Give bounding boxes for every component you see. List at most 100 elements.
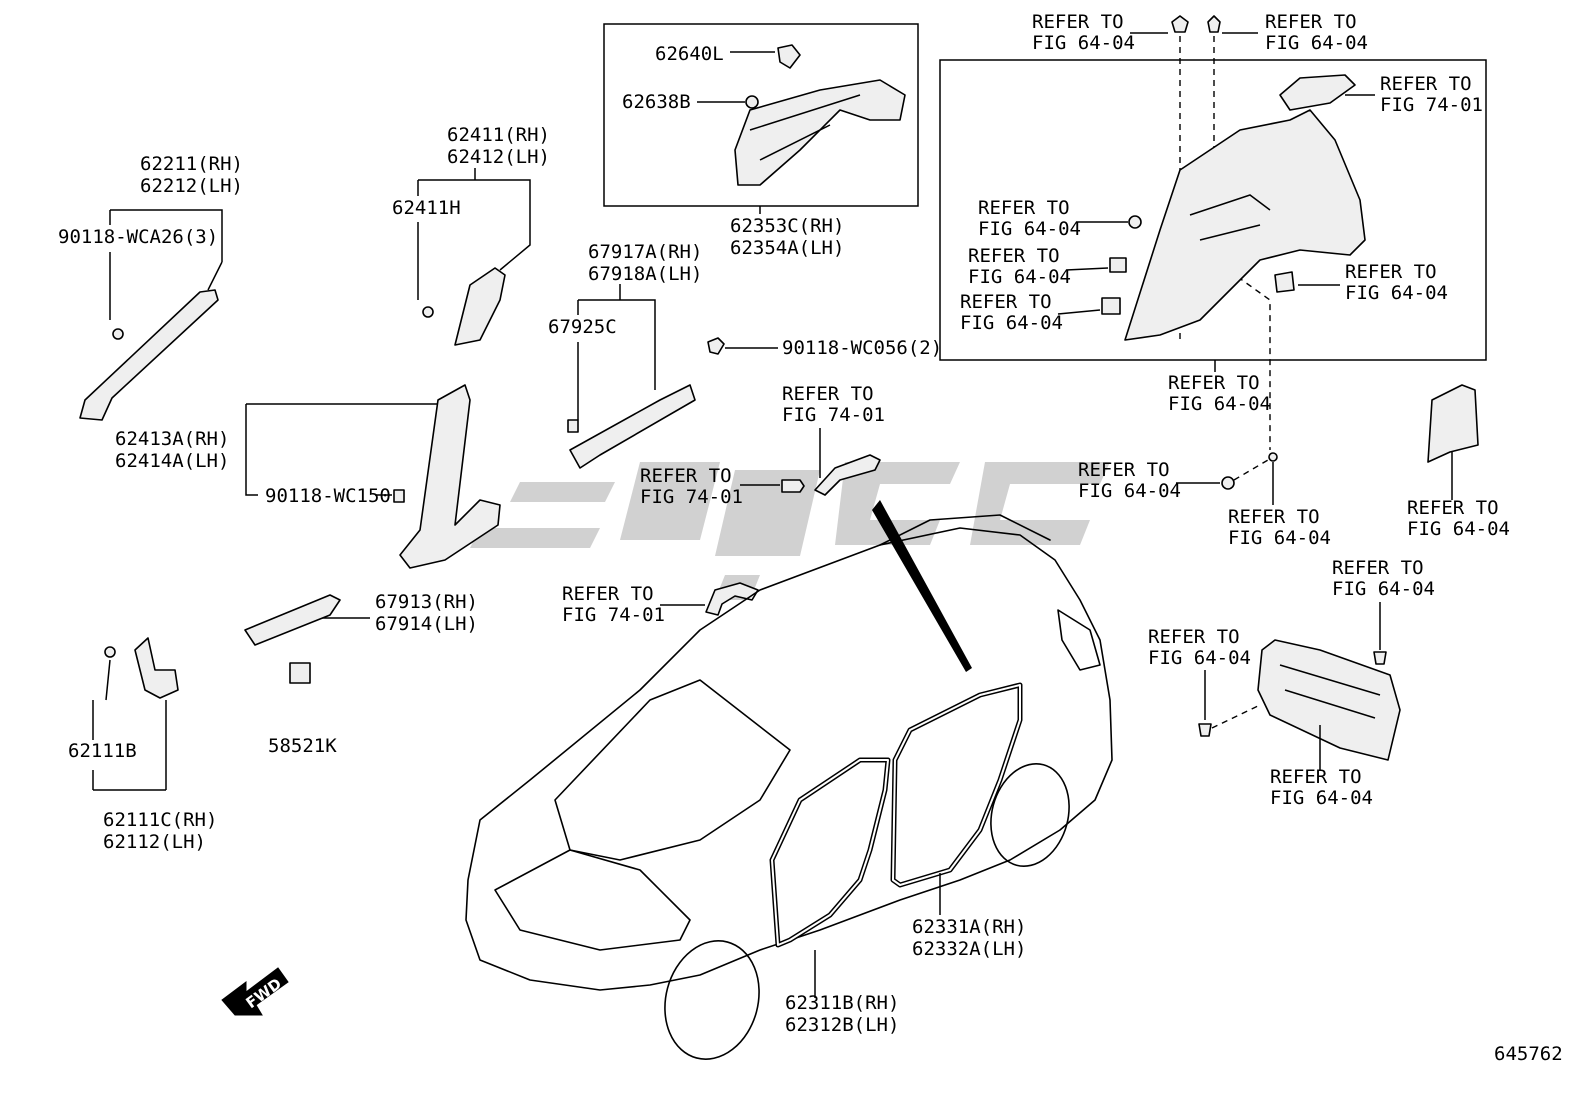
cowl-side-group: 62111B 62111C(RH) 62112(LH) xyxy=(68,637,217,853)
label-67913-rh: 67913(RH) xyxy=(375,591,478,613)
quarter-trim-lower-group: REFER TO FIG 64-04 REFER TO FIG 64-04 RE… xyxy=(939,11,1510,549)
clip-icon xyxy=(567,419,579,433)
label-fig-64-04: FIG 64-04 xyxy=(1078,480,1181,502)
deck-side-cover-part xyxy=(1279,74,1356,111)
label-refer-to: REFER TO xyxy=(1380,73,1472,95)
clip-icon xyxy=(1101,297,1121,315)
label-62353c-rh: 62353C(RH) xyxy=(730,215,844,237)
label-refer-to: REFER TO xyxy=(968,245,1060,267)
label-67914-lh: 67914(LH) xyxy=(375,613,478,635)
label-62354a-lh: 62354A(LH) xyxy=(730,237,844,259)
coat-hook-part xyxy=(705,582,759,616)
label-fig-64-04: FIG 64-04 xyxy=(1265,32,1368,54)
trim-detail-lines xyxy=(1189,194,1271,241)
label-fig-74-01: FIG 74-01 xyxy=(1380,94,1483,116)
switch-icon xyxy=(289,662,311,684)
scuff-plate-front-part xyxy=(244,594,341,646)
clip-icon xyxy=(1128,215,1142,229)
access-cover-part xyxy=(1427,384,1479,463)
label-fig-74-01: FIG 74-01 xyxy=(640,486,743,508)
label-fig-74-01: FIG 74-01 xyxy=(562,604,665,626)
label-fig-64-04: FIG 64-04 xyxy=(1407,518,1510,540)
label-58521k: 58521K xyxy=(268,735,337,757)
label-refer-to: REFER TO xyxy=(1332,557,1424,579)
screw-wc056-group: 90118-WC056(2) xyxy=(707,337,942,359)
label-fig-64-04: FIG 64-04 xyxy=(1032,32,1135,54)
vehicle-outline xyxy=(465,514,1113,1060)
label-refer-to: REFER TO xyxy=(1078,459,1170,481)
label-refer-to: REFER TO xyxy=(978,197,1070,219)
label-refer-to: REFER TO xyxy=(640,465,732,487)
front-door-weatherstrip xyxy=(769,757,891,948)
label-67917a-rh: 67917A(RH) xyxy=(588,241,702,263)
leader-b-pillar-upper xyxy=(417,168,531,300)
label-90118-wca26: 90118-WCA26(3) xyxy=(58,226,218,248)
label-62414a-lh: 62414A(LH) xyxy=(115,450,229,472)
windshield-outline xyxy=(554,679,791,861)
label-62640l: 62640L xyxy=(655,43,724,65)
roof-line xyxy=(879,514,1051,546)
b-pillar-upper-group: 62411(RH) 62412(LH) 62411H xyxy=(392,124,550,346)
label-62111c-rh: 62111C(RH) xyxy=(103,809,217,831)
quarter-trim-lower-part xyxy=(1124,109,1366,341)
label-62211-rh: 62211(RH) xyxy=(140,153,243,175)
label-62411h: 62411H xyxy=(392,197,461,219)
door-weatherstrips: 62331A(RH) 62332A(LH) 62311B(RH) 62312B(… xyxy=(769,500,1026,1036)
b-pillar-upper-part xyxy=(454,267,506,346)
scuff-plate-rear-group: 67917A(RH) 67918A(LH) 67925C xyxy=(548,241,702,469)
label-62411-rh: 62411(RH) xyxy=(447,124,550,146)
leader-a-pillar xyxy=(109,209,223,320)
label-62312b-lh: 62312B(LH) xyxy=(785,1014,899,1036)
label-fig-64-04: FIG 64-04 xyxy=(1270,787,1373,809)
leader xyxy=(1065,267,1109,271)
label-refer-to: REFER TO xyxy=(1032,11,1124,33)
quarter-trim-upper-group: 62640L 62638B 62353C(RH) 62354A(LH) xyxy=(603,23,919,259)
leader-cowl xyxy=(92,659,167,791)
clip-icon xyxy=(1221,476,1235,490)
label-90118-wc056: 90118-WC056(2) xyxy=(782,337,942,359)
leader xyxy=(1057,309,1101,315)
scuff-plate-rear-part xyxy=(569,384,696,469)
rear-wheel xyxy=(990,763,1070,867)
front-wheel xyxy=(664,940,760,1060)
detail-box xyxy=(603,23,919,207)
watermark-logo xyxy=(470,462,1110,600)
screw-icon xyxy=(707,337,725,355)
assembly-dashes xyxy=(1233,459,1269,481)
label-62331a-rh: 62331A(RH) xyxy=(912,916,1026,938)
scuff-plate-front-group: 67913(RH) 67914(LH) 58521K xyxy=(244,591,478,757)
clip-icon xyxy=(112,328,124,340)
label-67925c: 67925C xyxy=(548,316,617,338)
label-62311b-rh: 62311B(RH) xyxy=(785,992,899,1014)
label-fig-64-04: FIG 64-04 xyxy=(1332,578,1435,600)
b-pillar-lower-part xyxy=(399,384,501,569)
label-62332a-lh: 62332A(LH) xyxy=(912,938,1026,960)
label-67918a-lh: 67918A(LH) xyxy=(588,263,702,285)
label-62112-lh: 62112(LH) xyxy=(103,831,206,853)
label-refer-to: REFER TO xyxy=(782,383,874,405)
clip-icon xyxy=(1171,15,1189,33)
label-refer-to: REFER TO xyxy=(1265,11,1357,33)
label-fig-74-01: FIG 74-01 xyxy=(782,404,885,426)
clip-icon xyxy=(1207,15,1221,33)
fwd-arrow: FWD xyxy=(221,967,289,1016)
tail-lamp xyxy=(1057,609,1101,671)
leader-b-pillar-lower xyxy=(245,403,440,496)
back-door-scuff-group: REFER TO FIG 64-04 REFER TO FIG 64-04 RE… xyxy=(1148,557,1435,809)
leader-scuff-rear xyxy=(577,284,656,420)
label-62111b: 62111B xyxy=(68,740,137,762)
label-refer-to: REFER TO xyxy=(1345,261,1437,283)
label-62412-lh: 62412(LH) xyxy=(447,146,550,168)
label-fig-64-04: FIG 64-04 xyxy=(1228,527,1331,549)
label-fig-64-04: FIG 64-04 xyxy=(960,312,1063,334)
detail-box xyxy=(939,59,1487,361)
b-pillar-lower-group: 62413A(RH) 62414A(LH) 90118-WC150 xyxy=(115,384,501,569)
label-refer-to: REFER TO xyxy=(1168,372,1260,394)
screw-icon xyxy=(781,479,805,493)
label-refer-to: REFER TO xyxy=(1407,497,1499,519)
back-door-scuff-part xyxy=(1257,639,1401,761)
label-fig-64-04: FIG 64-04 xyxy=(1148,647,1251,669)
label-fig-64-04: FIG 64-04 xyxy=(1345,282,1448,304)
label-fig-64-04: FIG 64-04 xyxy=(978,218,1081,240)
